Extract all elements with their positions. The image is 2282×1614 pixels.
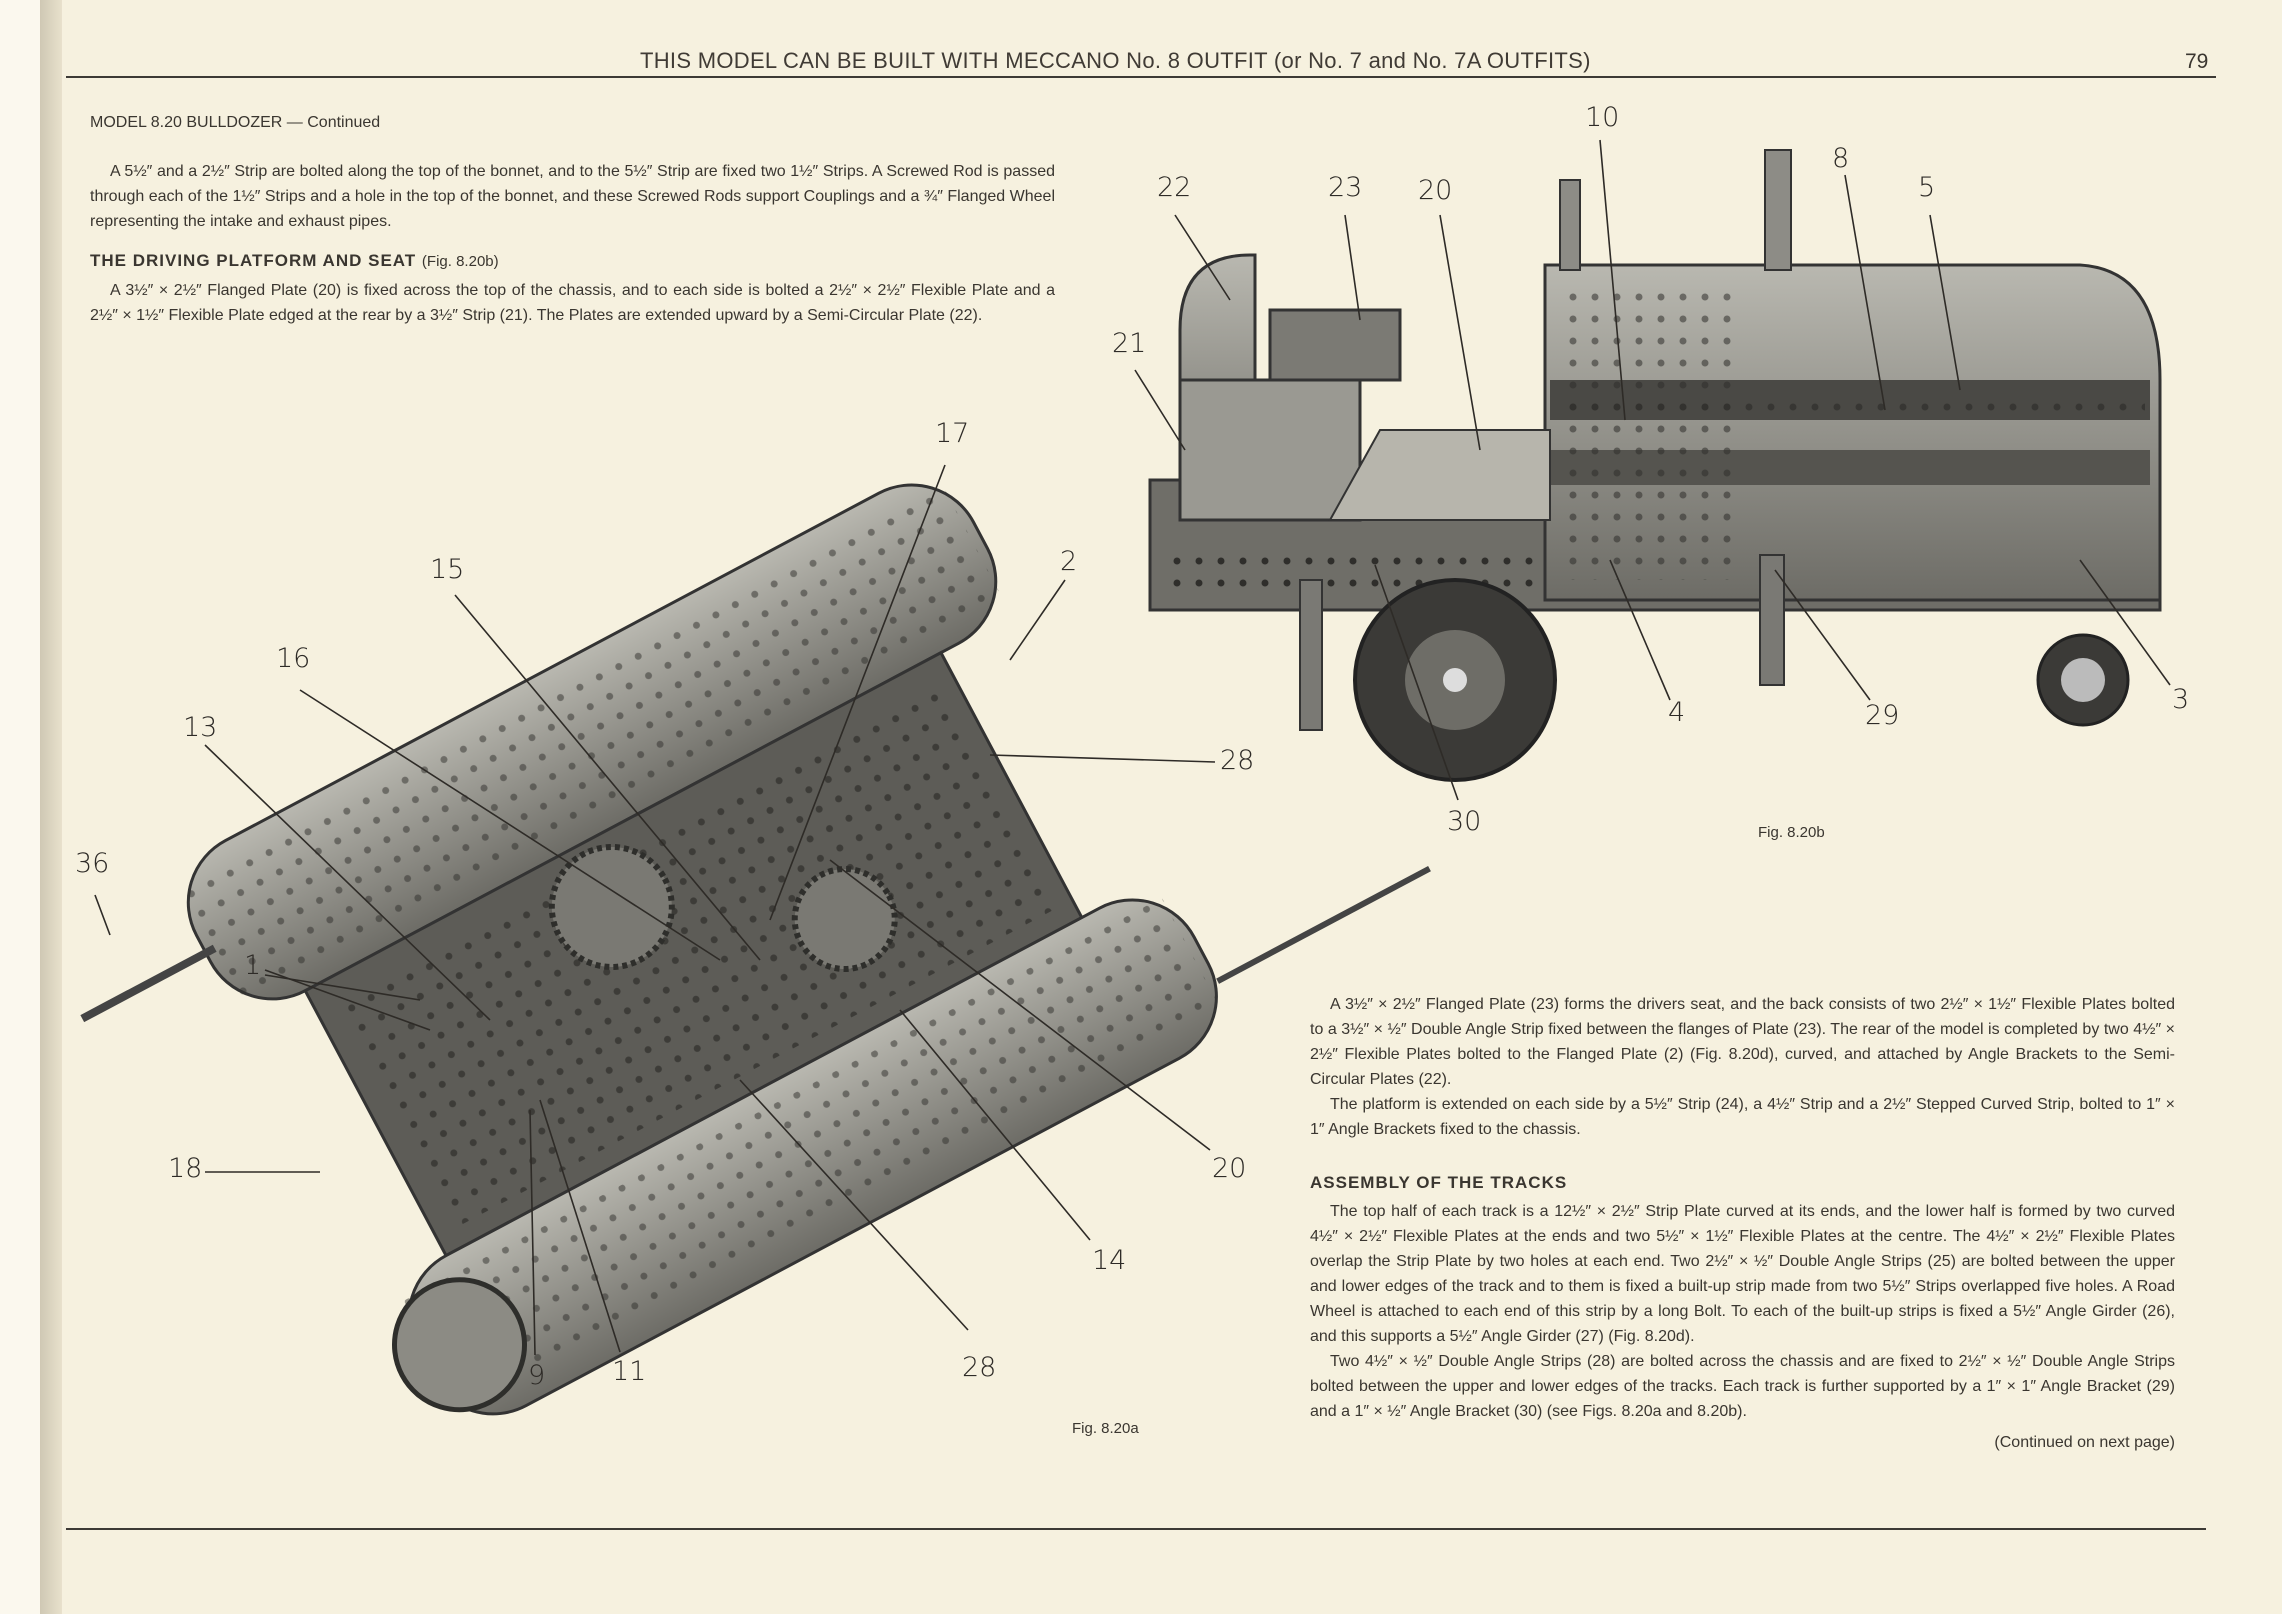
callout-2: 2	[1060, 546, 1078, 577]
callout-16: 16	[276, 643, 311, 674]
callout-21: 21	[1112, 328, 1147, 359]
intake-pipe	[1559, 179, 1581, 271]
callout-11: 11	[612, 1356, 647, 1387]
left-text-block: MODEL 8.20 BULLDOZER — Continued A 5½″ a…	[90, 110, 1055, 328]
push-rod	[80, 944, 217, 1023]
callout-22: 22	[1157, 172, 1192, 203]
paragraph: A 3½″ × 2½″ Flanged Plate (23) forms the…	[1310, 996, 2175, 1088]
page-header-title: THIS MODEL CAN BE BUILT WITH MECCANO No.…	[640, 48, 1591, 73]
push-rod	[1216, 865, 1431, 984]
platform-plate	[1328, 429, 1551, 521]
callout-4: 4	[1668, 697, 1686, 728]
gear	[791, 866, 898, 973]
paragraph: A 5½″ and a 2½″ Strip are bolted along t…	[90, 163, 1055, 230]
figure-caption-8-20b: Fig. 8.20b	[1758, 824, 1825, 841]
continued-note: (Continued on next page)	[1994, 1434, 2175, 1451]
side-plate	[1178, 378, 1362, 522]
page-edge	[0, 0, 40, 1614]
paragraph: The platform is extended on each side by…	[1310, 1096, 2175, 1138]
paragraph: A 3½″ × 2½″ Flanged Plate (20) is fixed …	[90, 282, 1055, 324]
figure-8-20a-bulldozer-chassis	[80, 482, 1431, 1417]
callout-23: 23	[1328, 172, 1363, 203]
callout-13: 13	[183, 712, 218, 743]
callout-17: 17	[935, 418, 970, 449]
callout-28: 28	[1220, 745, 1255, 776]
callout-36: 36	[75, 848, 110, 879]
callout-10: 10	[1585, 102, 1620, 133]
page-number: 79	[2185, 50, 2209, 73]
callout-30: 30	[1447, 806, 1482, 837]
exhaust-pipe	[1764, 149, 1792, 271]
callout-9: 9	[528, 1360, 546, 1391]
callout-8: 8	[1832, 143, 1850, 174]
model-subtitle: MODEL 8.20 BULLDOZER — Continued	[90, 114, 381, 131]
callout-5: 5	[1918, 172, 1936, 203]
figure-8-20b-bulldozer-side-view	[1148, 149, 2162, 782]
figure-8-20a-leader-lines	[94, 464, 1216, 1356]
paragraph: The top half of each track is a 12½″ × 2…	[1310, 1203, 2175, 1345]
callout-28: 28	[962, 1352, 997, 1383]
footer-rule	[66, 1528, 2206, 1530]
motor-gear	[392, 1277, 528, 1413]
header-rule	[66, 76, 2216, 78]
heading-text: THE DRIVING PLATFORM AND SEAT	[90, 251, 417, 270]
section-heading-driving-platform: THE DRIVING PLATFORM AND SEAT (Fig. 8.20…	[90, 248, 1055, 274]
book-spine	[40, 0, 62, 1614]
callout-15: 15	[430, 554, 465, 585]
callout-18: 18	[168, 1153, 203, 1184]
heading-figure-ref: (Fig. 8.20b)	[421, 253, 499, 270]
gear	[548, 843, 675, 970]
section-heading-tracks: ASSEMBLY OF THE TRACKS	[1310, 1173, 1568, 1192]
seat	[1268, 308, 1402, 382]
callout-20: 20	[1212, 1153, 1247, 1184]
right-text-block: A 3½″ × 2½″ Flanged Plate (23) forms the…	[1310, 992, 2175, 1455]
callout-3: 3	[2172, 684, 2190, 715]
callout-14: 14	[1092, 1245, 1127, 1276]
figure-caption-8-20a: Fig. 8.20a	[1072, 1420, 1139, 1437]
callout-1: 1	[244, 950, 262, 981]
figure-8-20b-leader-lines	[1134, 139, 2171, 801]
callout-29: 29	[1865, 700, 1900, 731]
paragraph: Two 4½″ × ½″ Double Angle Strips (28) ar…	[1310, 1353, 2175, 1420]
callout-20: 20	[1418, 175, 1453, 206]
